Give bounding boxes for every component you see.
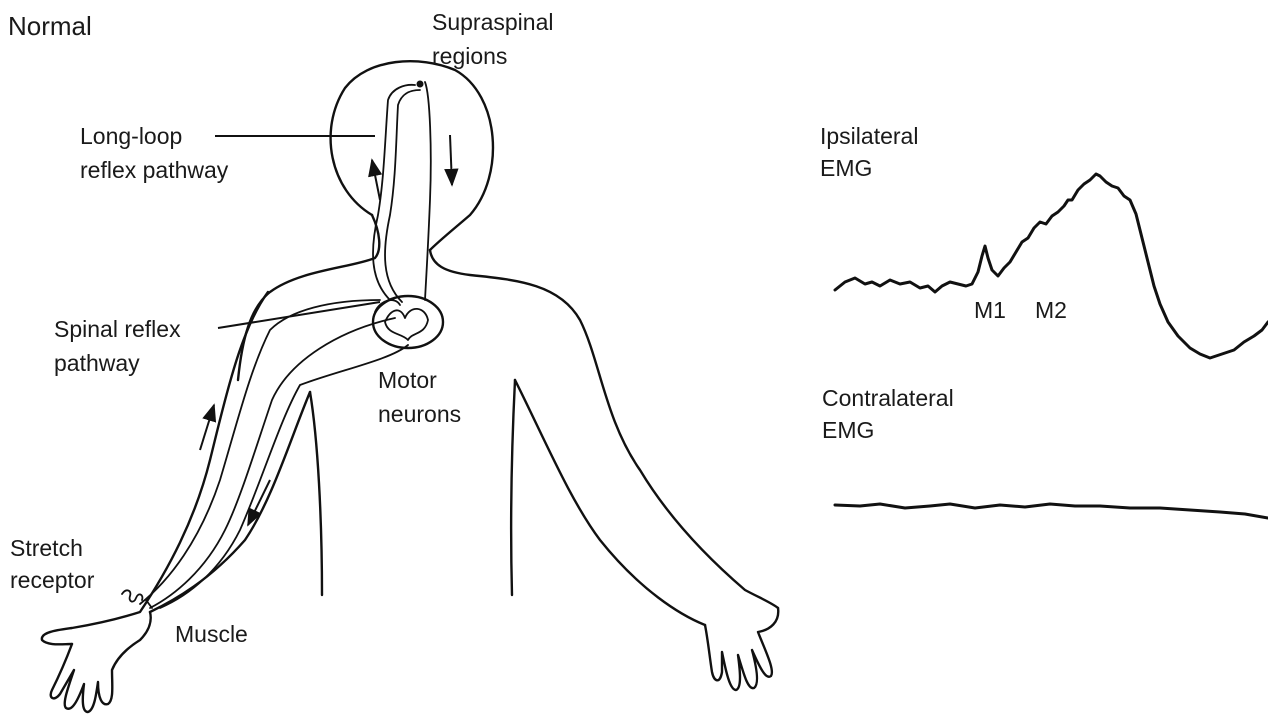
label-ipsilateral-line2: EMG bbox=[820, 154, 872, 182]
label-muscle: Muscle bbox=[175, 620, 248, 648]
label-stretch-line1: Stretch bbox=[10, 534, 83, 562]
left-arm-inner bbox=[150, 392, 310, 612]
label-m1: M1 bbox=[974, 296, 1006, 324]
arm-pathways bbox=[122, 300, 408, 608]
down-arrow-head bbox=[450, 135, 452, 185]
label-long-loop-line1: Long-loop bbox=[80, 122, 182, 150]
right-shoulder-arm-outer bbox=[430, 250, 778, 608]
long-loop-pathway bbox=[373, 81, 431, 303]
label-ipsilateral-line1: Ipsilateral bbox=[820, 122, 918, 150]
leader-lines bbox=[215, 136, 380, 328]
label-motor-line2: neurons bbox=[378, 400, 461, 428]
label-spinal-reflex-line2: pathway bbox=[54, 349, 140, 377]
ipsilateral-emg-trace bbox=[835, 174, 1268, 358]
pathway-arrows bbox=[200, 135, 452, 525]
up-arrow-head bbox=[372, 160, 380, 200]
label-long-loop-line2: reflex pathway bbox=[80, 156, 228, 184]
head-outline bbox=[331, 61, 493, 250]
spinal-cord-section bbox=[373, 296, 443, 348]
label-spinal-reflex-line1: Spinal reflex bbox=[54, 315, 181, 343]
label-m2: M2 bbox=[1035, 296, 1067, 324]
title-normal: Normal bbox=[8, 12, 92, 40]
label-contralateral-line2: EMG bbox=[822, 416, 874, 444]
left-hand bbox=[51, 612, 151, 712]
torso-right bbox=[511, 380, 515, 595]
right-arm-inner bbox=[515, 380, 705, 625]
contralateral-emg-trace bbox=[835, 504, 1268, 518]
label-stretch-line2: receptor bbox=[10, 566, 94, 594]
right-hand bbox=[705, 608, 778, 690]
up-arrow-arm bbox=[200, 405, 214, 450]
label-supraspinal-line1: Supraspinal bbox=[432, 8, 553, 36]
label-contralateral-line1: Contralateral bbox=[822, 384, 954, 412]
label-motor-line1: Motor bbox=[378, 366, 437, 394]
label-supraspinal-line2: regions bbox=[432, 42, 507, 70]
torso-left bbox=[310, 392, 322, 595]
